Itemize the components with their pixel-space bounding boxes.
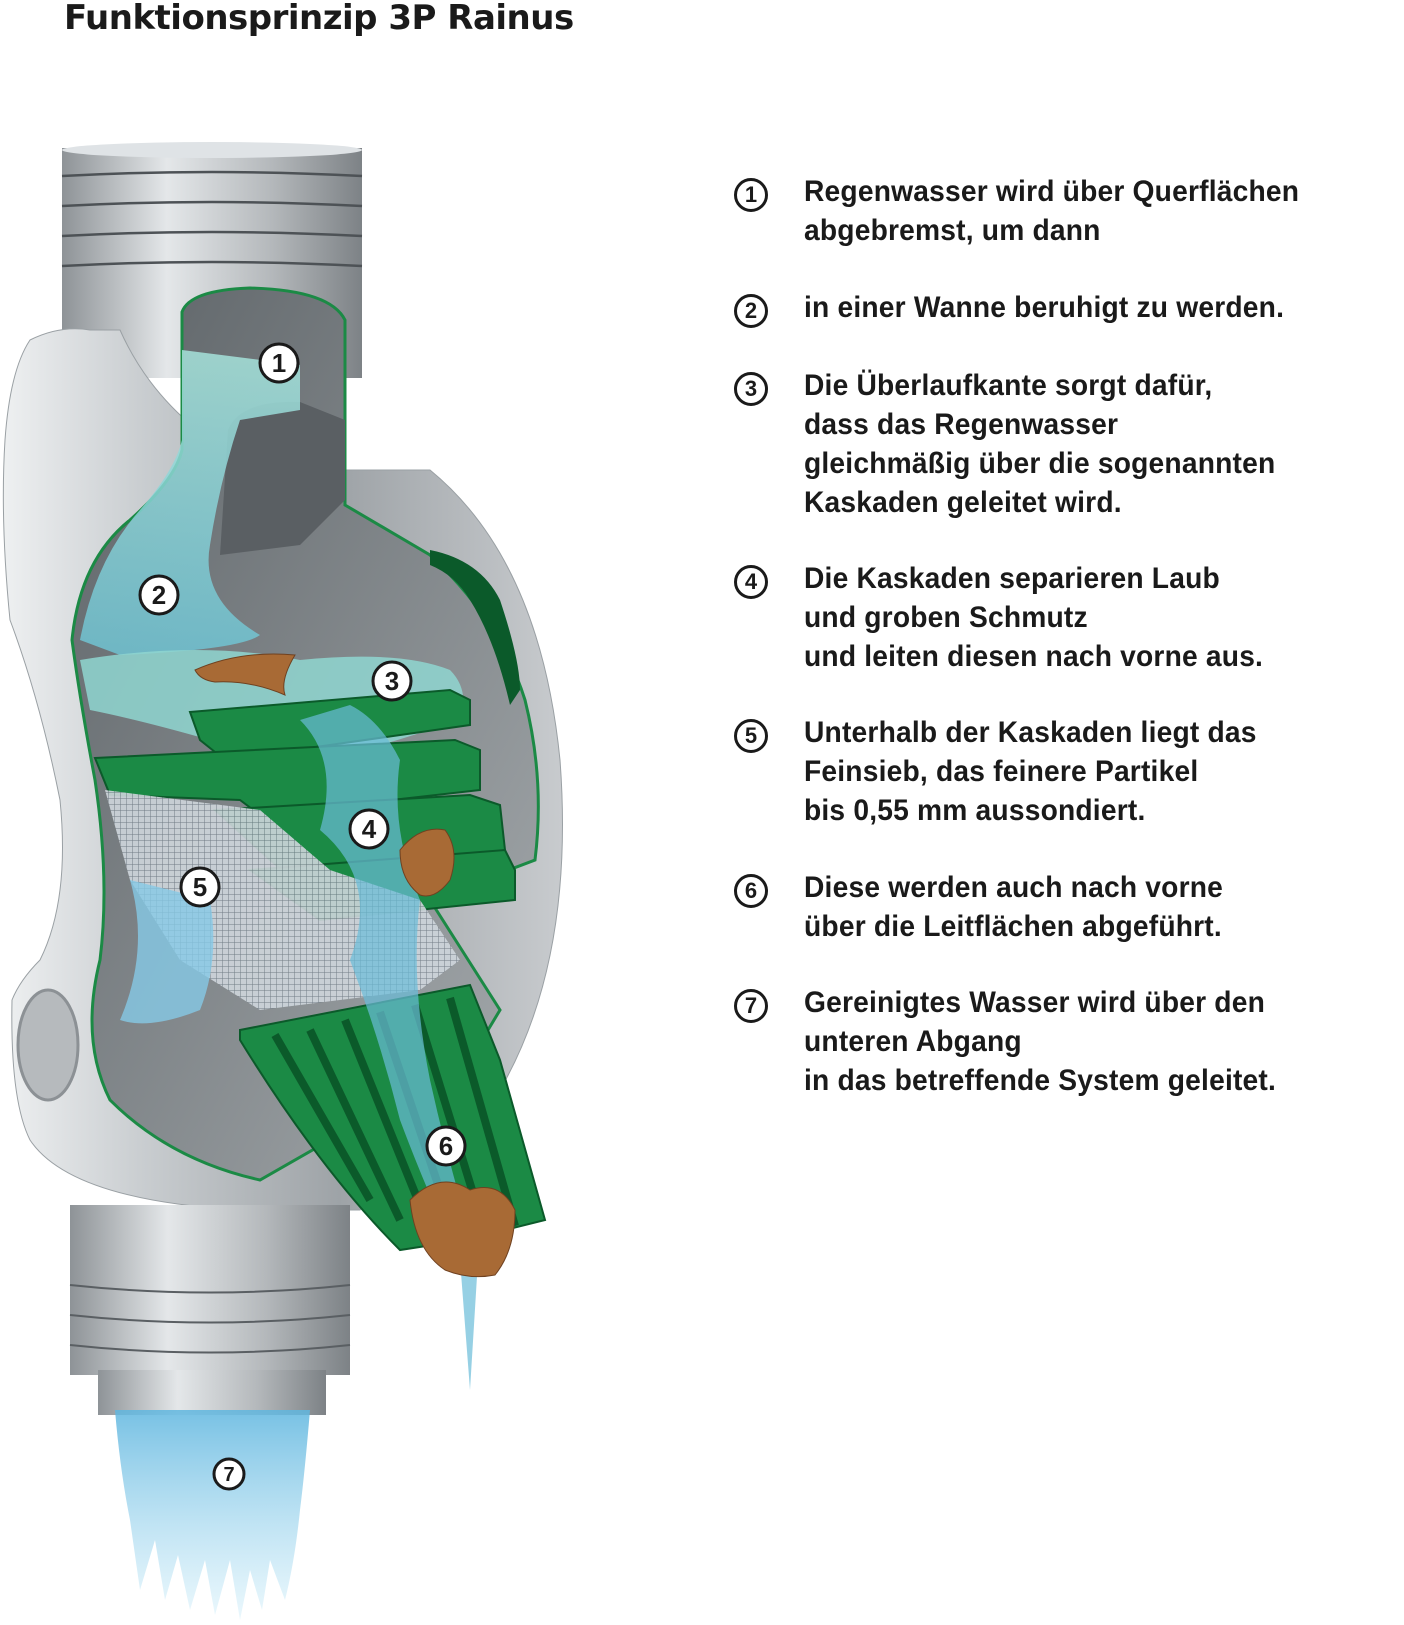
step-text-line: und groben Schmutz [804, 601, 1088, 634]
callout-7: 7 [212, 1457, 246, 1491]
step-number-badge: 5 [734, 719, 768, 753]
step-text-line: unteren Abgang [804, 1025, 1022, 1058]
step-text-line: dass das Regenwasser [804, 408, 1119, 441]
callout-2: 2 [138, 574, 180, 616]
outlet-pipe [69, 1205, 351, 1415]
step-text-line: über die Leitflächen abgeführt. [804, 910, 1222, 943]
callout-6: 6 [425, 1125, 467, 1167]
step-number-badge: 1 [734, 178, 768, 212]
step-2: 2 in einer Wanne beruhigt zu werden. [734, 288, 1315, 328]
water-stream-upper [80, 350, 300, 655]
rain-filter-cutaway-illustration: 1 2 3 4 5 6 7 [2, 142, 563, 1620]
svg-text:7: 7 [223, 1464, 234, 1486]
page-title: Funktionsprinzip 3P Rainus [64, 0, 574, 38]
step-text-line: gleichmäßig über die sogenannten [804, 447, 1276, 480]
step-6: 6 Diese werden auch nach vorne über die … [734, 868, 1250, 946]
leaves [194, 653, 516, 1278]
step-text-line: Kaskaden geleitet wird. [804, 486, 1122, 519]
step-4: 4 Die Kaskaden separieren Laub und grobe… [734, 559, 1292, 676]
svg-text:4: 4 [362, 814, 377, 844]
overflow-edge [430, 550, 520, 705]
step-text-line: in einer Wanne beruhigt zu werden. [804, 291, 1285, 324]
step-3: 3 Die Überlaufkante sorgt dafür, dass da… [734, 366, 1305, 522]
svg-text:1: 1 [272, 348, 286, 378]
step-number-badge: 3 [734, 372, 768, 406]
step-text-line: Feinsieb, das feinere Partikel [804, 755, 1199, 788]
step-text-line: Diese werden auch nach vorne [804, 871, 1224, 904]
step-number-badge: 6 [734, 874, 768, 908]
step-7: 7 Gereinigtes Wasser wird über den unter… [734, 983, 1306, 1100]
step-text-line: bis 0,55 mm aussondiert. [804, 794, 1146, 827]
step-text-line: Gereinigtes Wasser wird über den [804, 986, 1266, 1019]
step-5: 5 Unterhalb der Kaskaden liegt das Feins… [734, 713, 1286, 830]
svg-text:5: 5 [193, 872, 207, 902]
callout-markers: 1 2 3 4 5 6 7 [138, 342, 467, 1491]
callout-4: 4 [348, 808, 390, 850]
step-text-line: Unterhalb der Kaskaden liegt das [804, 716, 1257, 749]
step-text-line: und leiten diesen nach vorne aus. [804, 640, 1264, 673]
step-text-line: in das betreffende System geleitet. [804, 1064, 1277, 1097]
step-text-line: Die Kaskaden separieren Laub [804, 562, 1220, 595]
callout-5: 5 [179, 866, 221, 908]
step-text-line: Regenwasser wird über Querflächen [804, 175, 1300, 208]
outflow-water [115, 1410, 310, 1620]
callout-1: 1 [258, 342, 300, 384]
step-1: 1 Regenwasser wird über Querflächen abge… [734, 172, 1331, 250]
callout-3: 3 [371, 660, 413, 702]
step-text-line: Die Überlaufkante sorgt dafür, [804, 369, 1213, 402]
svg-text:2: 2 [152, 580, 166, 610]
step-number-badge: 2 [734, 294, 768, 328]
svg-text:3: 3 [385, 666, 399, 696]
step-number-badge: 7 [734, 989, 768, 1023]
svg-text:6: 6 [439, 1131, 453, 1161]
step-number-badge: 4 [734, 565, 768, 599]
step-text-line: abgebremst, um dann [804, 214, 1101, 247]
